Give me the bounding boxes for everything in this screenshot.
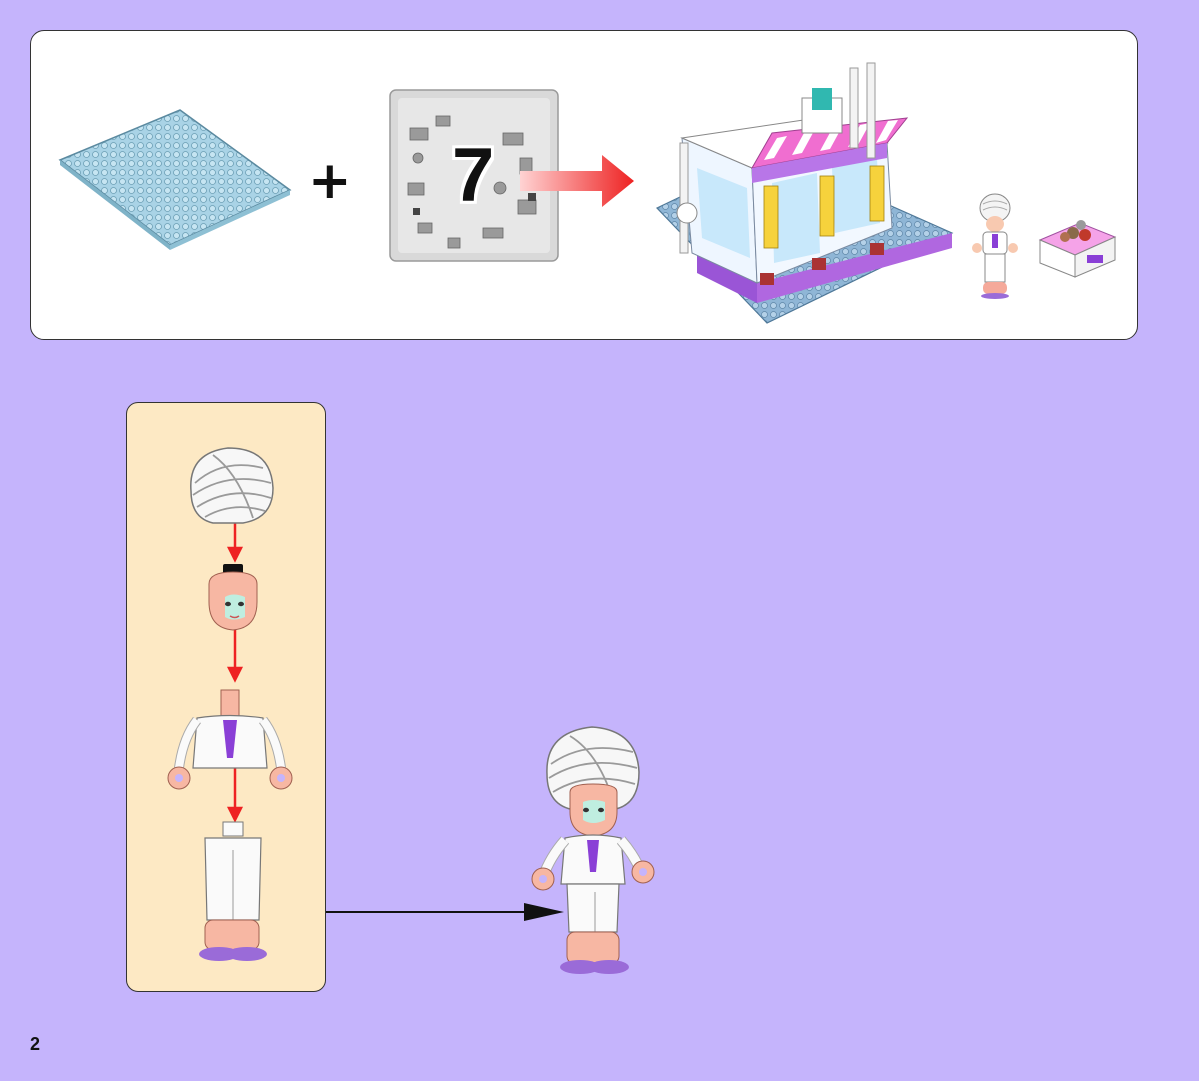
turban-hair-icon xyxy=(190,447,274,524)
bag-number: 7 xyxy=(452,133,495,218)
legs-icon xyxy=(199,821,267,961)
plus-sign: + xyxy=(308,151,352,211)
page-number: 2 xyxy=(30,1034,41,1054)
red-arrow-icon xyxy=(520,155,634,207)
torso-icon xyxy=(167,689,293,790)
parts-bag-icon xyxy=(389,89,559,262)
head-icon xyxy=(208,564,258,631)
baseplate-icon xyxy=(58,109,292,250)
minifigure-icon xyxy=(972,193,1018,299)
result-arrow-icon xyxy=(326,903,564,921)
cake-stand-icon xyxy=(1038,220,1117,278)
assembled-minifigure-icon xyxy=(531,726,655,974)
cafe-building-icon xyxy=(655,62,954,324)
